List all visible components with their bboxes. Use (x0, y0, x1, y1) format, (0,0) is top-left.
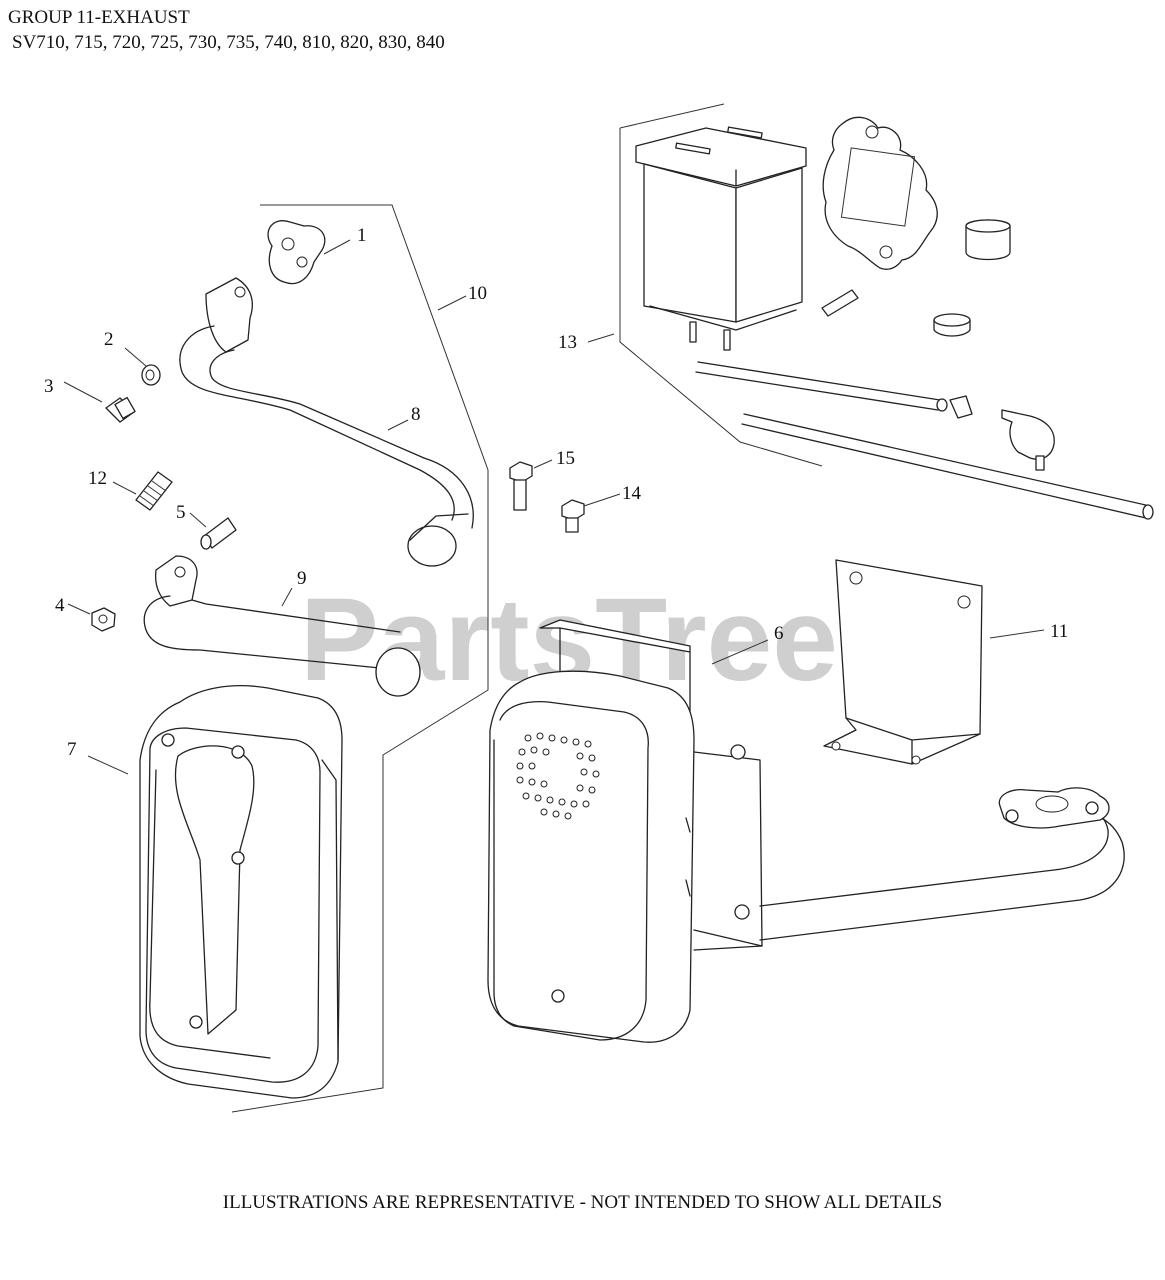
part-12-stud (135, 471, 173, 511)
callout-13: 13 (558, 332, 577, 353)
part-8-exhaust-pipe (179, 277, 474, 567)
model-list: SV710, 715, 720, 725, 730, 735, 740, 810… (12, 32, 445, 53)
part-3-screw (105, 396, 136, 423)
callout-10: 10 (468, 283, 487, 304)
group-boundary-lines (231, 103, 823, 1113)
callout-4: 4 (55, 595, 65, 616)
part-7-heat-shield (139, 685, 343, 1099)
part-6-muffler (487, 619, 1125, 1043)
callout-11: 11 (1050, 621, 1068, 642)
part-15-flange-bolt (509, 461, 533, 511)
page-title: GROUP 11-EXHAUST (8, 7, 190, 28)
footer-disclaimer: ILLUSTRATIONS ARE REPRESENTATIVE - NOT I… (222, 1192, 943, 1213)
part-1-gasket (267, 220, 326, 285)
callout-3: 3 (44, 376, 54, 397)
part-4-nut (91, 607, 116, 632)
leader-lines (63, 239, 1045, 775)
callout-14: 14 (622, 483, 642, 504)
part-14-flange-bolt (561, 499, 585, 533)
callout-1: 1 (357, 225, 367, 246)
callout-7: 7 (67, 739, 77, 760)
callout-9: 9 (297, 568, 307, 589)
muffler-perforation-pattern (516, 732, 600, 820)
callout-numbers: 1 2 3 4 5 6 7 8 9 10 11 12 13 14 15 (44, 225, 1068, 760)
callout-2: 2 (104, 329, 114, 350)
part-2-washer (141, 364, 161, 386)
callout-6: 6 (774, 623, 784, 644)
part-9-exhaust-pipe (143, 555, 421, 697)
callout-15: 15 (556, 448, 575, 469)
callout-8: 8 (411, 404, 421, 425)
part-13-canister-kit (635, 116, 1154, 520)
part-5-spacer (200, 517, 237, 550)
part-11-bracket (823, 559, 983, 765)
callout-12: 12 (88, 468, 107, 489)
callout-5: 5 (176, 502, 186, 523)
